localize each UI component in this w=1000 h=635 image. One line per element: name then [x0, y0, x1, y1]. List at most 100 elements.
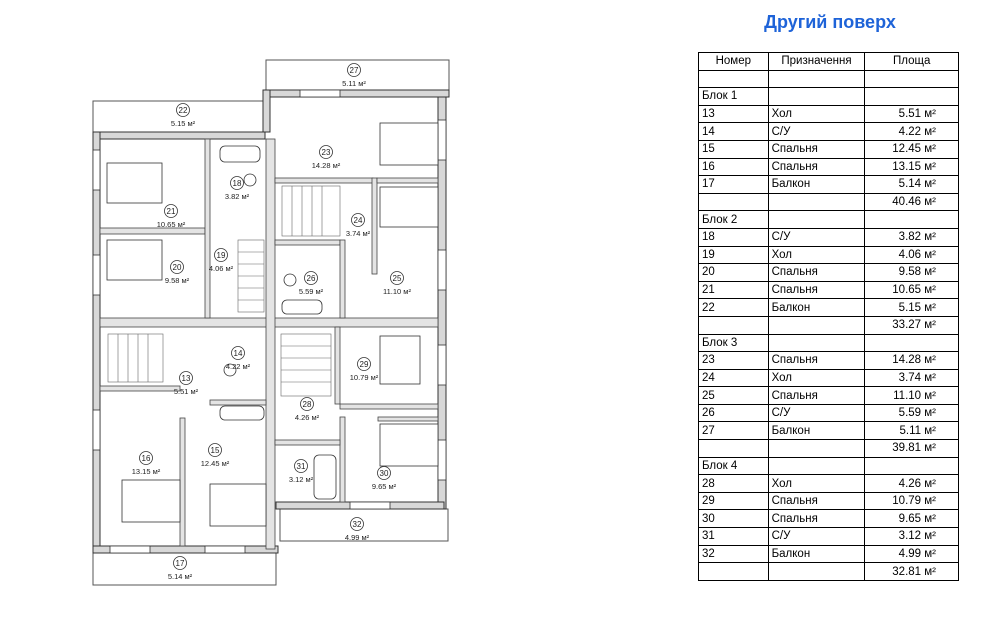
room-number: 26 — [698, 403, 769, 423]
room-number: 19 — [698, 245, 769, 265]
room-number-text: 31 — [297, 462, 306, 471]
room-number-marker — [208, 443, 222, 457]
room-number-marker — [230, 176, 244, 190]
room-number-text: 16 — [142, 454, 151, 463]
room-area: 10.79 м² — [864, 491, 959, 511]
blank-cell — [767, 333, 866, 353]
block-header-row: Блок 3 — [698, 333, 959, 353]
room-number-marker — [214, 248, 228, 262]
room-number-text: 17 — [176, 559, 185, 568]
room-area: 4.26 м² — [864, 474, 959, 493]
header-area: Площа — [864, 52, 959, 71]
table-header-row: Номер Призначення Площа — [698, 52, 959, 71]
room-number-marker — [347, 63, 361, 77]
bathroom-fixtures — [219, 145, 337, 500]
room-area-text: 4.26 м² — [295, 413, 320, 422]
room-area: 10.65 м² — [864, 280, 959, 300]
room-number: 17 — [698, 175, 769, 194]
room-number: 24 — [698, 368, 769, 388]
room-area-text: 3.82 м² — [225, 192, 250, 201]
room-area-text: 3.74 м² — [346, 229, 371, 238]
room-number: 15 — [698, 139, 769, 159]
room-purpose: Спальня — [767, 351, 866, 370]
room-area-text: 4.06 м² — [209, 264, 234, 273]
room-number-marker — [350, 517, 364, 531]
blank-cell — [767, 562, 866, 581]
block-name: Блок 4 — [698, 456, 769, 476]
room-number-text: 20 — [173, 263, 182, 272]
room-area-text: 10.65 м² — [157, 220, 186, 229]
room-area-text: 10.79 м² — [350, 373, 379, 382]
room-area: 5.11 м² — [864, 421, 959, 441]
blank-cell — [698, 315, 769, 335]
room-label-26: 265.59 м² — [299, 271, 324, 296]
room-number-text: 19 — [217, 251, 226, 260]
table-spacer-row — [698, 69, 959, 89]
room-area: 3.82 м² — [864, 227, 959, 247]
room-purpose: Балкон — [767, 175, 866, 194]
block-total-row: 40.46 м² — [698, 192, 959, 212]
block-total: 33.27 м² — [864, 315, 959, 335]
room-number: 14 — [698, 122, 769, 141]
room-number-text: 27 — [350, 66, 359, 75]
room-purpose: С/У — [767, 122, 866, 141]
block-total-row: 33.27 м² — [698, 315, 959, 335]
block-header-row: Блок 4 — [698, 456, 959, 476]
room-number-text: 21 — [167, 207, 176, 216]
room-area-text: 4.99 м² — [345, 533, 370, 542]
room-purpose: Балкон — [767, 544, 866, 564]
room-area: 5.14 м² — [864, 175, 959, 194]
room-area: 14.28 м² — [864, 351, 959, 370]
block-total: 40.46 м² — [864, 192, 959, 212]
header-number: Номер — [698, 52, 769, 71]
room-area: 13.15 м² — [864, 157, 959, 177]
block-total: 32.81 м² — [864, 562, 959, 581]
room-number: 25 — [698, 386, 769, 405]
blank-cell — [698, 192, 769, 212]
room-area-text: 3.12 м² — [289, 475, 314, 484]
room-area: 5.59 м² — [864, 403, 959, 423]
room-number-text: 26 — [307, 274, 316, 283]
room-label-30: 309.65 м² — [372, 466, 397, 491]
room-purpose: Хол — [767, 245, 866, 265]
room-number: 21 — [698, 280, 769, 300]
room-number-text: 22 — [179, 106, 188, 115]
room-number: 31 — [698, 527, 769, 546]
room-number: 28 — [698, 474, 769, 493]
blank-cell — [698, 562, 769, 581]
room-number-text: 15 — [211, 446, 220, 455]
room-purpose: Спальня — [767, 263, 866, 282]
room-area-text: 12.45 м² — [201, 459, 230, 468]
room-purpose: Балкон — [767, 421, 866, 441]
room-number: 22 — [698, 298, 769, 317]
block-total-row: 39.81 м² — [698, 439, 959, 458]
room-number-text: 32 — [353, 520, 362, 529]
page-title: Другий поверх — [764, 12, 896, 32]
beds — [106, 122, 439, 527]
blank-cell — [767, 87, 866, 106]
room-number-text: 28 — [303, 400, 312, 409]
window-marks — [92, 89, 447, 554]
room-purpose: С/У — [767, 527, 866, 546]
interior-walls — [99, 138, 439, 550]
room-label-32: 32 4.99 м² — [345, 517, 370, 542]
room-area: 3.74 м² — [864, 368, 959, 388]
block-name: Блок 3 — [698, 333, 769, 353]
room-label-21: 21 10.65 м² — [157, 204, 186, 229]
room-number-text: 23 — [322, 148, 331, 157]
room-number-marker — [304, 271, 318, 285]
spacer-cell — [698, 69, 769, 89]
room-label-22: 225.15 м² — [171, 103, 196, 128]
block-total-row: 32.81 м² — [698, 562, 959, 581]
